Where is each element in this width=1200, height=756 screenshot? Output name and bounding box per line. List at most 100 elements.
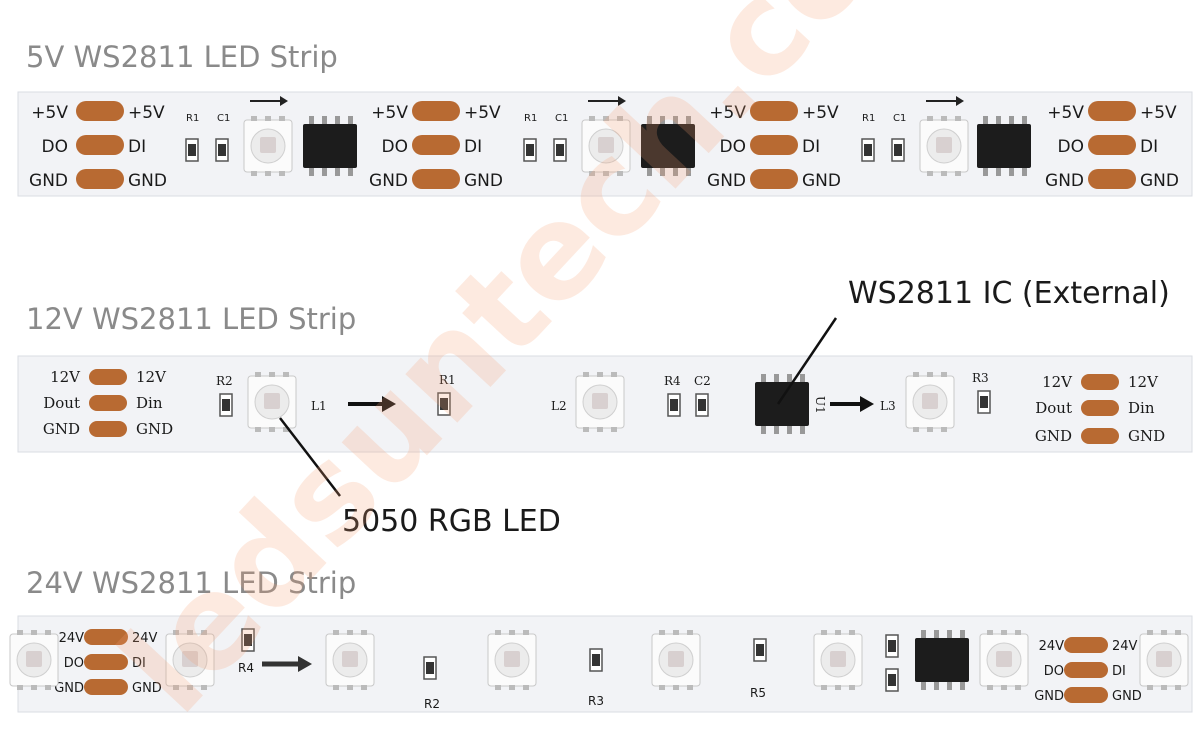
c2-label: C2 <box>694 374 711 388</box>
pad-group-12v-left: 12V Dout GND 12V Din GND <box>43 368 173 438</box>
led-5050 <box>487 629 537 691</box>
title-12v-strip: 12V WS2811 LED Strip <box>26 302 357 336</box>
pad-label: DO <box>382 137 408 157</box>
pad-label: +5V <box>371 103 408 123</box>
pad-group-24v-right: 24V DO GND 24V DI GND <box>1034 637 1142 704</box>
pad-label: Dout <box>1035 399 1072 417</box>
led-5050 <box>9 629 59 691</box>
pad-label: +5V <box>31 103 68 123</box>
led-5050 <box>325 629 375 691</box>
pad-label: GND <box>136 420 173 438</box>
pad-label: GND <box>1045 171 1084 191</box>
pad-label: DI <box>464 137 482 157</box>
pad-label: GND <box>132 681 162 696</box>
led-5050 <box>979 629 1029 691</box>
pad-group-5v-4: +5V DO GND +5V DI GND <box>1045 101 1179 191</box>
r3-resistor <box>589 648 603 672</box>
pad-label: 12V <box>1042 373 1073 391</box>
pad-label: GND <box>29 171 68 191</box>
pad-label: DI <box>1112 664 1126 679</box>
l2-label: L2 <box>551 399 567 413</box>
r1-label: R1 <box>524 113 537 124</box>
pad-group-24v-left: 24V DO GND 24V DI GND <box>54 629 162 696</box>
led-5050 <box>1139 629 1189 691</box>
pad-label: 24V <box>59 631 85 646</box>
pad-label: GND <box>369 171 408 191</box>
pad-label: +5V <box>802 103 839 123</box>
pad-label: GND <box>707 171 746 191</box>
capacitor <box>885 634 899 658</box>
pad-label: GND <box>1140 171 1179 191</box>
pad-label: DO <box>1058 137 1084 157</box>
r4-label: R4 <box>238 661 254 675</box>
c1-label: C1 <box>893 113 906 124</box>
segment-5v-1: R1 C1 <box>185 96 357 177</box>
callout-ws2811-ic: WS2811 IC (External) <box>848 276 1170 311</box>
pad-label: Dout <box>43 394 80 412</box>
pad-label: +5V <box>1047 103 1084 123</box>
pad-label: GND <box>54 681 84 696</box>
pad-label: 12V <box>1128 373 1159 391</box>
r1-label: R1 <box>186 113 199 124</box>
pad-label: 24V <box>132 631 158 646</box>
pad-label: DO <box>720 137 746 157</box>
r2-label: R2 <box>424 697 440 711</box>
title-24v-strip: 24V WS2811 LED Strip <box>26 566 357 600</box>
led-5050 <box>651 629 701 691</box>
pad-label: 24V <box>1112 639 1138 654</box>
c1-label: C1 <box>555 113 568 124</box>
pad-label: Din <box>1128 399 1155 417</box>
pad-label: Din <box>136 394 163 412</box>
segment-5v-2: R1 C1 <box>523 96 695 177</box>
pad-group-5v-2: +5V DO GND +5V DI GND <box>369 101 503 191</box>
pad-label: DO <box>1044 664 1064 679</box>
pad-label: DO <box>42 137 68 157</box>
pad-label: GND <box>1112 689 1142 704</box>
c1-label: C1 <box>217 113 230 124</box>
pad-label: GND <box>1035 427 1072 445</box>
pad-label: 24V <box>1039 639 1065 654</box>
led-5050 <box>165 629 215 691</box>
pad-label: 12V <box>50 368 81 386</box>
pad-group-5v-1: +5V DO GND +5V DI GND <box>29 101 167 191</box>
pad-label: DI <box>128 137 146 157</box>
l3-label: L3 <box>880 399 896 413</box>
pad-label: GND <box>802 171 841 191</box>
pad-label: 12V <box>136 368 167 386</box>
resistor <box>885 668 899 692</box>
pad-label: +5V <box>464 103 501 123</box>
r2-resistor <box>423 656 437 680</box>
r3-label: R3 <box>972 371 989 385</box>
r2-label: R2 <box>216 374 233 388</box>
r5-label: R5 <box>750 686 766 700</box>
led-5050 <box>813 629 863 691</box>
l1-label: L1 <box>311 399 327 413</box>
pad-group-5v-3: +5V DO GND +5V DI GND <box>707 101 841 191</box>
r5-resistor <box>753 638 767 662</box>
u1-label: U1 <box>813 396 827 414</box>
pad-label: GND <box>1034 689 1064 704</box>
pad-label: GND <box>128 171 167 191</box>
callout-line-ic <box>776 317 838 405</box>
r1-label: R1 <box>439 373 456 387</box>
pad-label: DO <box>64 656 84 671</box>
pad-label: +5V <box>128 103 165 123</box>
r3-label: R3 <box>588 694 604 708</box>
pad-label: GND <box>464 171 503 191</box>
segment-5v-3: R1 C1 <box>861 96 1031 177</box>
callout-line-led <box>279 417 341 497</box>
r1-label: R1 <box>862 113 875 124</box>
r4-resistor <box>241 628 255 652</box>
callout-5050-led: 5050 RGB LED <box>342 504 561 539</box>
r4-label: R4 <box>664 374 681 388</box>
pad-group-12v-right: 12V Dout GND 12V Din GND <box>1035 373 1165 445</box>
pad-label: DI <box>802 137 820 157</box>
ws2811-ic <box>915 630 969 690</box>
pad-label: GND <box>1128 427 1165 445</box>
title-5v-strip: 5V WS2811 LED Strip <box>26 40 338 74</box>
pad-label: GND <box>43 420 80 438</box>
pad-label: +5V <box>709 103 746 123</box>
pad-label: +5V <box>1140 103 1177 123</box>
